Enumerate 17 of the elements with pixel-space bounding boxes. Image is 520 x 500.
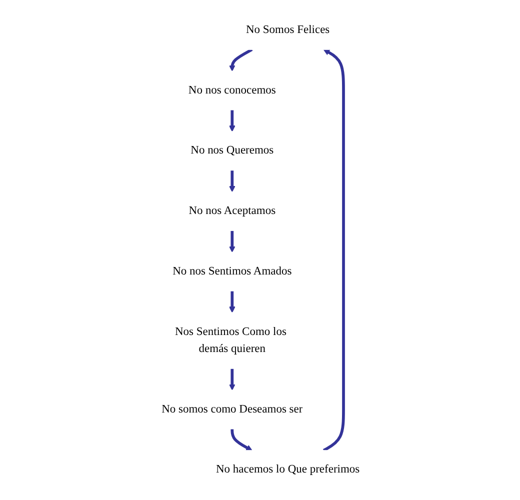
arrow [229, 368, 236, 390]
node-text: No nos conocemos [188, 84, 276, 96]
node-text: No Somos Felices [246, 24, 330, 36]
node-text: No nos Queremos [190, 144, 274, 157]
node-text: No nos Aceptamos [188, 204, 276, 217]
node-text: Nos Sentimos Como los demás quieren [174, 325, 286, 355]
node-text: No nos Sentimos Amados [172, 265, 292, 278]
arrow [229, 110, 236, 132]
arrow [229, 170, 236, 192]
arrow [322, 49, 345, 452]
node-text: No hacemos lo Que preferimos [216, 463, 360, 476]
arrow [229, 290, 236, 313]
cycle-diagram: No Somos Felices No nos conocemos No nos Queremos No nos Aceptamos No nos Sentimos Amados Nos Sentimos Como los demás quieren No somos como Deseamos ser No hacemos lo Que preferimos [133, 5, 387, 495]
arrow [230, 428, 252, 451]
arrow [229, 230, 236, 252]
node-text: No somos como Deseamos ser [162, 403, 303, 416]
arrow [229, 48, 253, 72]
